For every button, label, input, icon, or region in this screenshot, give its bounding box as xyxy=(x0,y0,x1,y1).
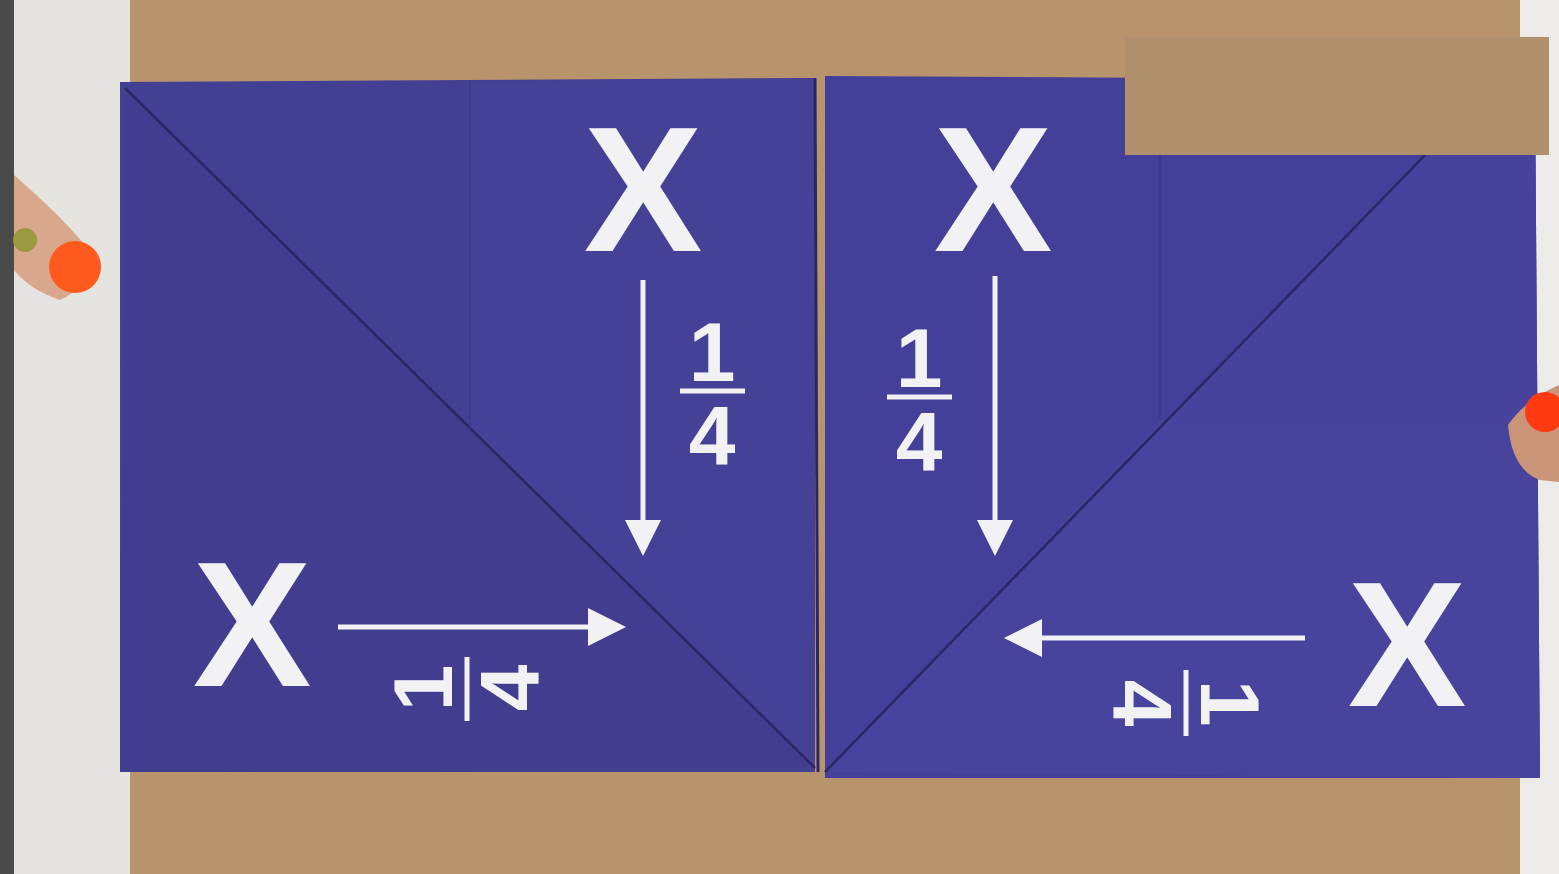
arrow-shaft xyxy=(1030,636,1305,641)
arrow-shaft xyxy=(993,276,998,530)
arrows xyxy=(338,276,1305,657)
orange-marker xyxy=(49,241,101,293)
arrow-head xyxy=(1004,619,1042,657)
arrow-shaft xyxy=(641,280,646,530)
right-triangle-flap xyxy=(825,80,1540,778)
fraction-denominator: 4 xyxy=(468,665,552,712)
fraction-bars xyxy=(467,391,1186,736)
panel-seam xyxy=(815,78,818,772)
arrow-head xyxy=(588,608,626,646)
right-panel xyxy=(825,76,1540,778)
overlay-patch xyxy=(1125,37,1549,155)
arrow-head xyxy=(977,520,1013,556)
fraction-denominator: 4 xyxy=(1100,680,1184,727)
cross-mark: X xyxy=(934,101,1053,279)
fraction-numerator: 1 xyxy=(1188,680,1272,727)
cross-mark: X xyxy=(584,101,703,279)
left-panel xyxy=(120,78,815,772)
marker-cap xyxy=(13,228,37,252)
faint-crease xyxy=(469,82,471,430)
fraction-numerator: 1 xyxy=(896,316,943,400)
fold-crease xyxy=(825,150,1430,772)
cross-mark: X xyxy=(193,536,312,714)
arrow-shaft xyxy=(338,625,600,630)
fraction-denominator: 4 xyxy=(689,394,736,478)
fraction-numerator: 1 xyxy=(381,665,465,712)
red-marker xyxy=(1525,392,1559,432)
photo-edge xyxy=(0,0,14,874)
arrow-head xyxy=(625,520,661,556)
fraction-numerator: 1 xyxy=(689,310,736,394)
fraction-denominator: 4 xyxy=(896,400,943,484)
left-inner-flap xyxy=(470,78,815,766)
cross-mark: X xyxy=(1348,556,1467,734)
